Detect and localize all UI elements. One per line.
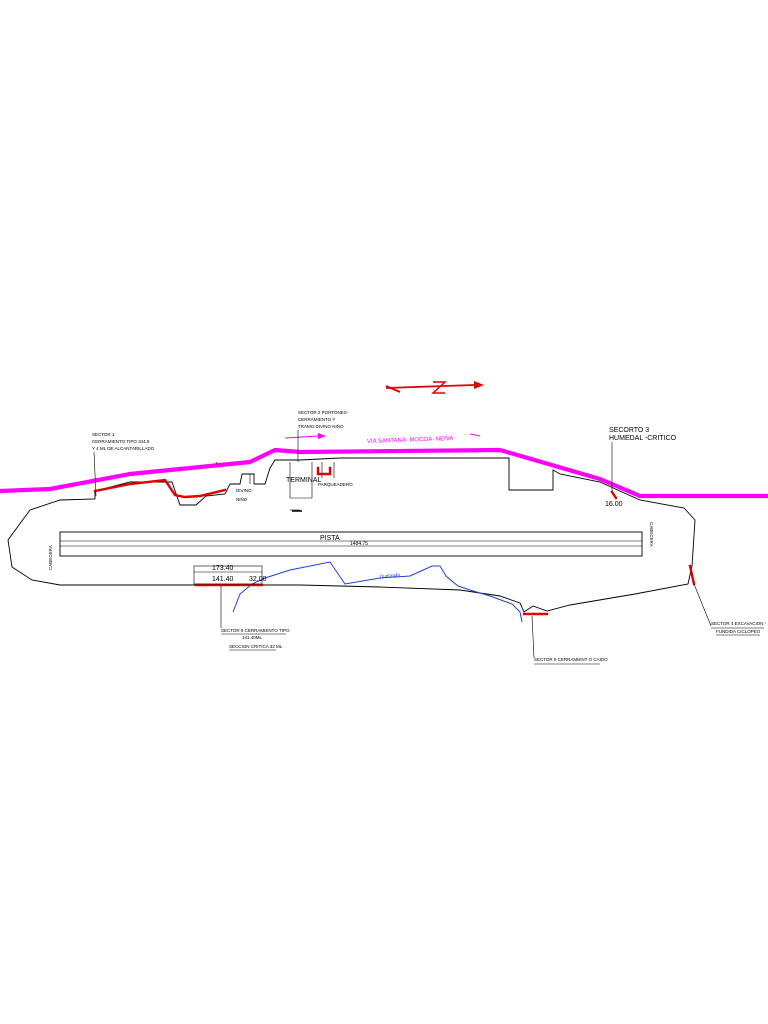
- terminal-label: TERMINAL: [286, 477, 322, 484]
- svg-text:141.40ML: 141.40ML: [242, 635, 263, 640]
- north-arrow: [385, 381, 484, 394]
- road-label: VIA SANTANA- MOCOA- NEIVA: [367, 436, 454, 445]
- svg-text:CERRAMIENTO TIPO 344.9: CERRAMIENTO TIPO 344.9: [92, 439, 150, 444]
- svg-text:SECTOR 4 EXCAVACION -: SECTOR 4 EXCAVACION -: [711, 621, 767, 626]
- svg-text:SECTOR 6 CERRAMIENTO TIPO: SECTOR 6 CERRAMIENTO TIPO: [221, 628, 290, 633]
- dim-16-00: 16.00: [605, 501, 623, 508]
- divino-nino-label-1: DIVINO: [236, 488, 252, 493]
- damaged-fence-segments: [93, 466, 696, 616]
- runway-label: PISTA: [320, 535, 340, 542]
- parking-label: PARQUEADERO: [318, 482, 353, 487]
- sector-1-annotation: SECTOR 1 CERRAMIENTO TIPO 344.9 Y 4 ML D…: [92, 432, 155, 497]
- road: VIA SANTANA- MOCOA- NEIVA: [0, 433, 768, 499]
- svg-text:HUMEDAL -CRITICO: HUMEDAL -CRITICO: [609, 435, 677, 442]
- sector-2-annotation: SECTOR 2 PORTONES- CERRAMIENTO Y TRAMO D…: [297, 410, 349, 462]
- runway-length: 1484.75: [350, 541, 368, 547]
- svg-text:SECORTO 3: SECORTO 3: [609, 427, 649, 434]
- svg-text:SECTOR 5 CERRAMIENT O CAIDO: SECTOR 5 CERRAMIENT O CAIDO: [534, 657, 608, 662]
- svg-text:CERRAMIENTO Y: CERRAMIENTO Y: [298, 417, 335, 422]
- svg-text:FUNDIDA CICLOPEO: FUNDIDA CICLOPEO: [716, 629, 761, 634]
- divino-nino-label-2: NIÑO: [236, 496, 248, 502]
- sector-5-annotation: SECTOR 5 CERRAMIENT O CAIDO: [531, 615, 608, 665]
- sector-6-annotation: SECTOR 6 CERRAMIENTO TIPO 141.40ML SECCI…: [220, 586, 290, 651]
- sector-3-annotation: SECORTO 3 HUMEDAL -CRITICO: [609, 427, 677, 492]
- svg-text:Y 4 ML DE ALCANTARILLADO: Y 4 ML DE ALCANTARILLADO: [92, 446, 155, 451]
- dim-173-40: 173.40: [212, 565, 234, 572]
- river-label: Quebrada: [380, 572, 401, 579]
- svg-text:SECCION CRITICA 32 ML: SECCION CRITICA 32 ML: [229, 644, 283, 649]
- threshold-left-label: CABECERA: [48, 545, 53, 570]
- svg-text:SECTOR 1: SECTOR 1: [92, 432, 115, 437]
- sector-4-annotation: SECTOR 4 EXCAVACION - FUNDIDA CICLOPEO: [693, 583, 767, 636]
- svg-text:SECTOR 2 PORTONES-: SECTOR 2 PORTONES-: [298, 410, 349, 415]
- dim-141-40: 141.40: [212, 576, 234, 583]
- threshold-right-label: CABECERA: [649, 522, 654, 547]
- runway: PISTA 1484.75: [59, 531, 643, 557]
- svg-text:TRAMO DIVINO NIÑO: TRAMO DIVINO NIÑO: [298, 423, 344, 429]
- river: Quebrada: [232, 561, 523, 623]
- dim-32-00: 32.00: [249, 576, 267, 583]
- sector-6-dimensions: 173.40 141.40 32.00: [193, 565, 267, 585]
